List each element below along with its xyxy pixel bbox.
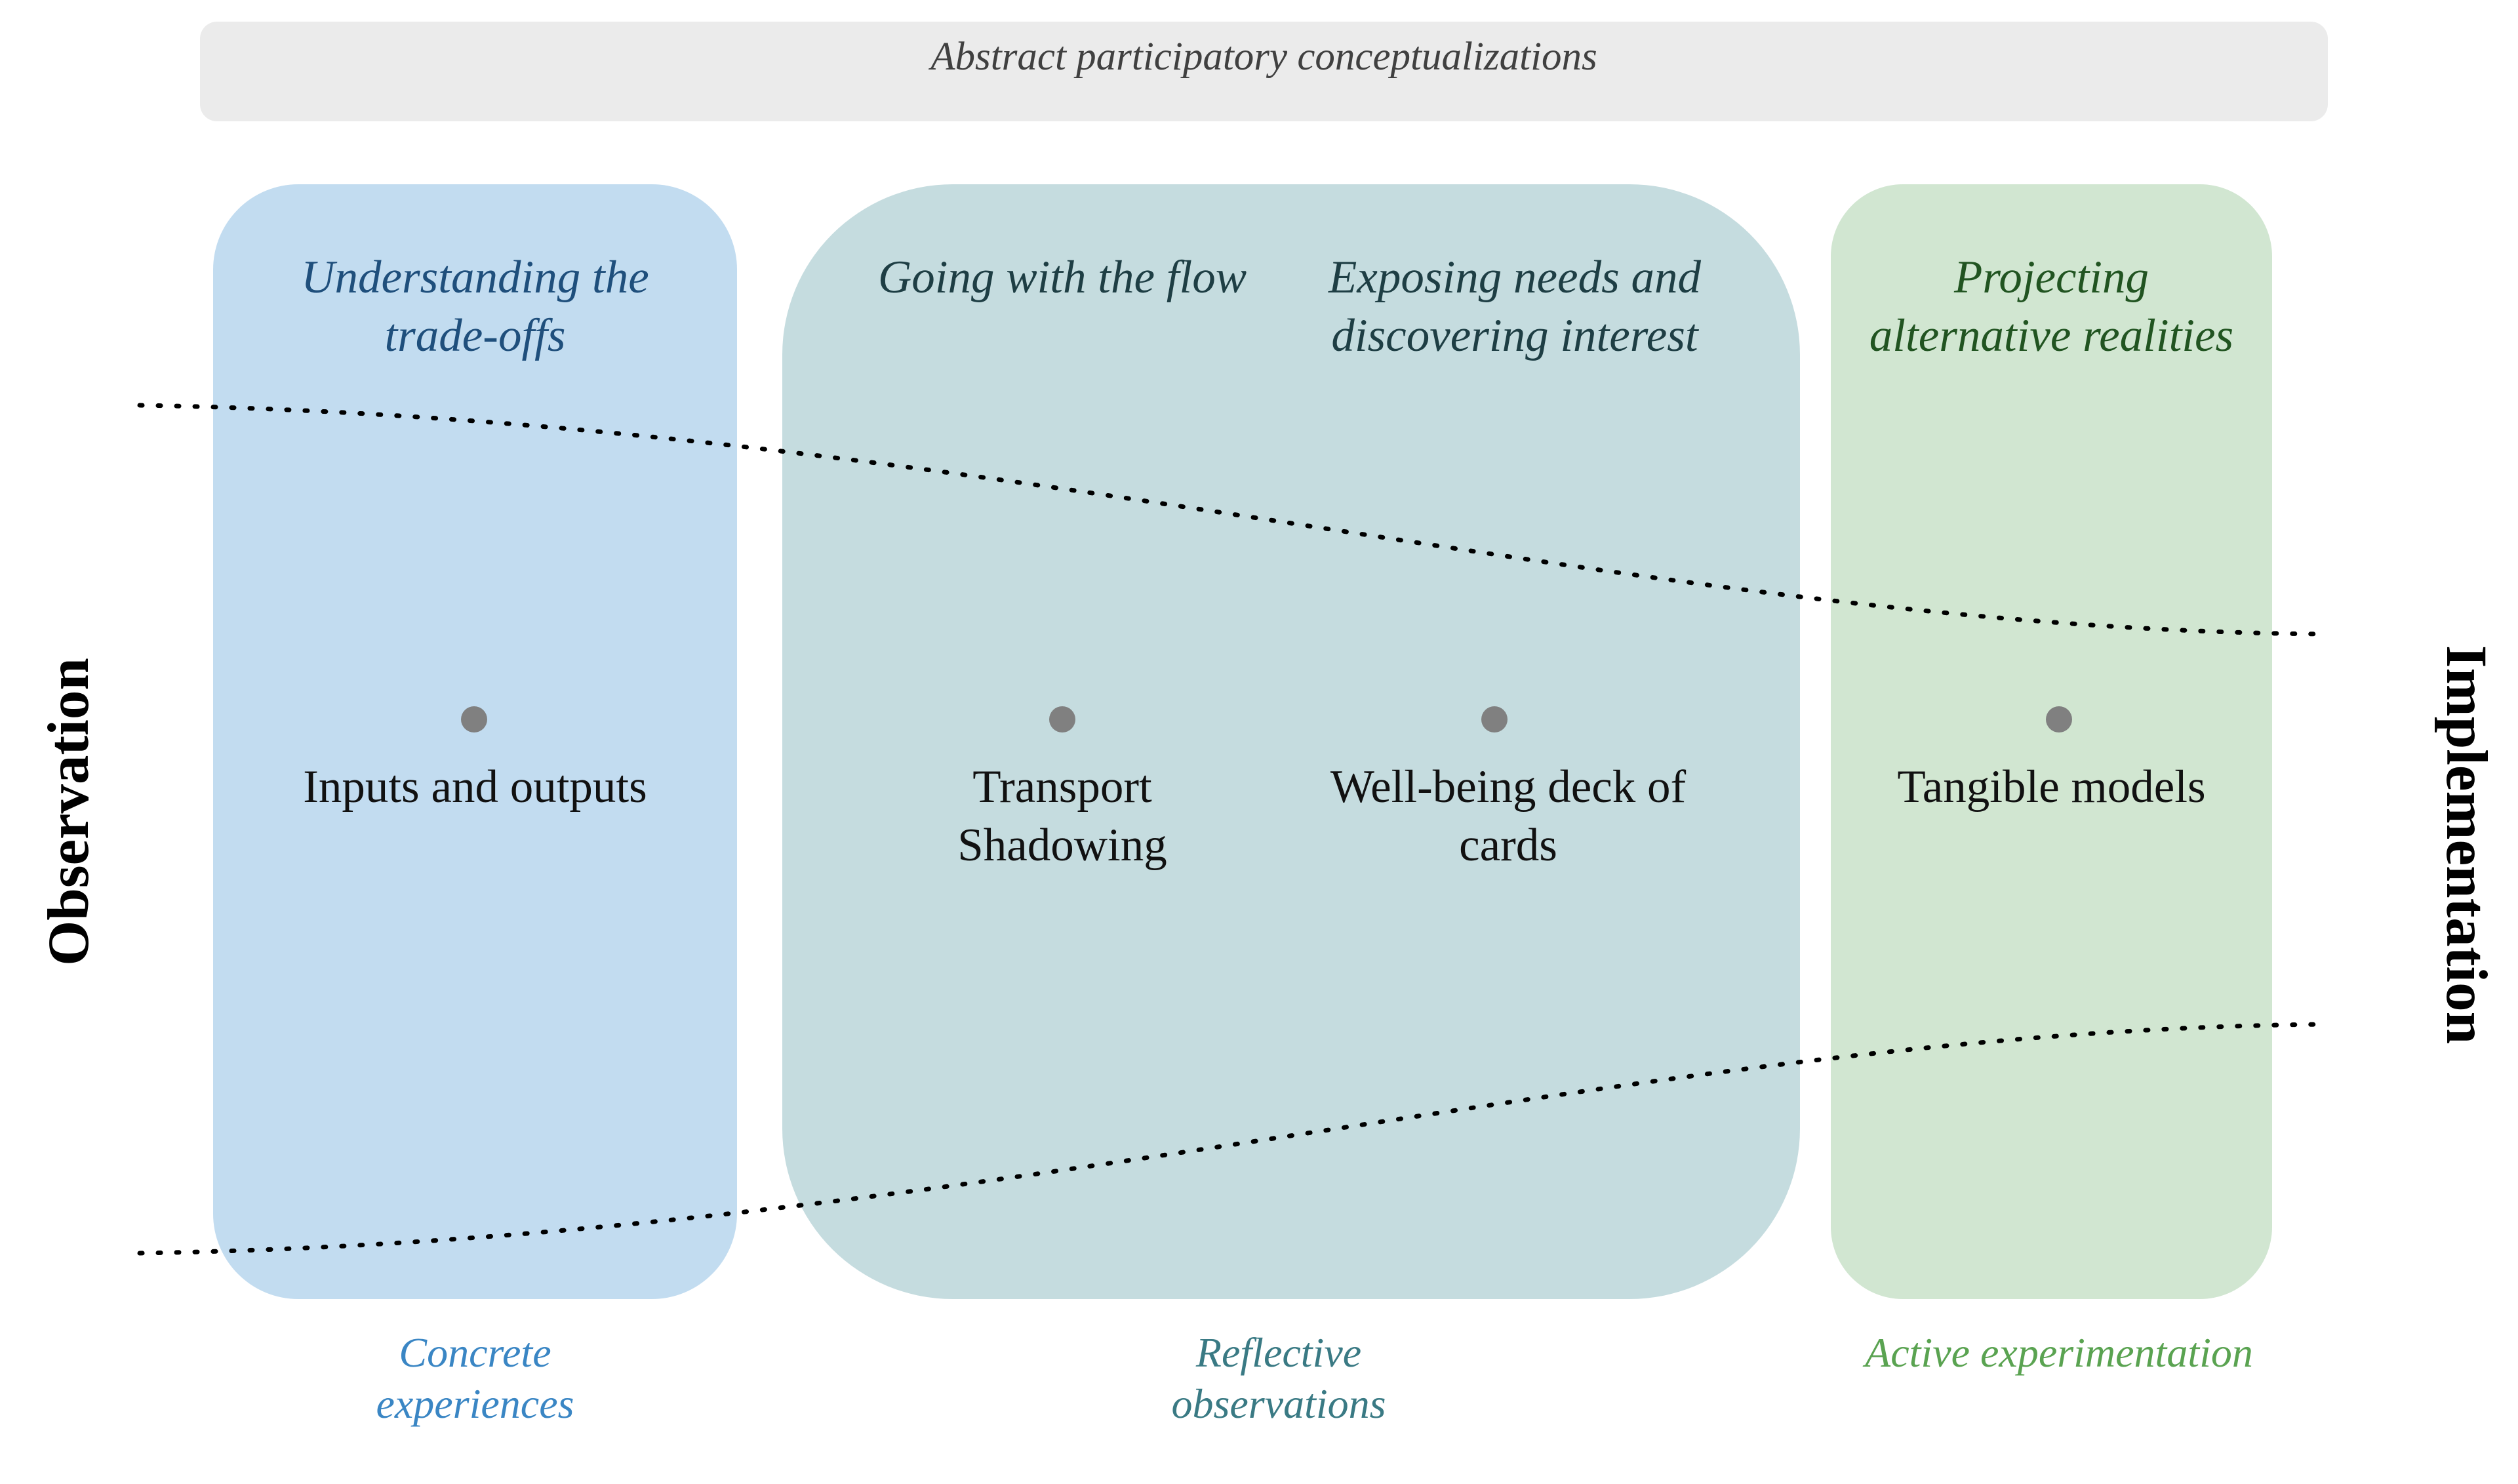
concrete-footer: Concrete experiences [213,1327,737,1430]
reflective-item-a-dot [1049,706,1075,732]
active-heading: Projecting alternative realities [1831,249,2272,365]
reflective-observations-panel [782,184,1800,1299]
reflective-heading-a: Going with the flow [820,249,1305,307]
reflective-footer: Reflective observations [1049,1327,1508,1430]
reflective-heading-b-line-1: Exposing needs and [1329,252,1701,303]
reflective-item-a-line-2: Shadowing [957,820,1167,871]
reflective-item-b-dot [1481,706,1508,732]
active-footer-line-1: Active experimentation [1865,1329,2253,1376]
banner-label: Abstract participatory conceptualization… [930,35,1597,79]
concrete-item: Inputs and outputs [213,758,737,816]
reflective-footer-line-2: observations [1171,1380,1386,1427]
concrete-heading: Understanding the trade-offs [213,249,737,365]
reflective-item-b-line-1: Well-being deck of [1330,761,1687,812]
reflective-item-a: Transport Shadowing [866,758,1259,875]
active-item-line-1: Tangible models [1897,761,2206,812]
concrete-footer-line-2: experiences [376,1380,574,1427]
concrete-heading-line-1: Understanding the [301,252,649,303]
active-experimentation-panel [1831,184,2272,1299]
reflective-item-b: Well-being deck of cards [1285,758,1731,875]
active-item-dot [2046,706,2072,732]
upper-boundary-line [137,403,2330,637]
reflective-item-a-line-1: Transport [972,761,1152,812]
reflective-footer-line-1: Reflective [1195,1329,1362,1376]
concrete-experiences-panel [213,184,737,1299]
implementation-axis-label: Implementation [2434,645,2498,1045]
concrete-heading-line-2: trade-offs [384,310,566,361]
reflective-heading-b: Exposing needs and discovering interest [1259,249,1770,365]
reflective-item-b-line-2: cards [1459,820,1557,871]
reflective-heading-b-line-2: discovering interest [1331,310,1698,361]
conceptualization-banner [200,22,2328,121]
reflective-heading-a-line-1: Going with the flow [877,252,1247,303]
concrete-item-line-1: Inputs and outputs [303,761,647,812]
active-footer: Active experimentation [1770,1327,2348,1378]
active-heading-line-2: alternative realities [1869,310,2234,361]
observation-axis-label: Observation [37,658,101,966]
concrete-footer-line-1: Concrete [399,1329,551,1376]
concrete-item-dot [461,706,487,732]
lower-boundary-line [137,1022,2330,1256]
active-heading-line-1: Projecting [1953,252,2149,303]
active-item: Tangible models [1831,758,2272,816]
